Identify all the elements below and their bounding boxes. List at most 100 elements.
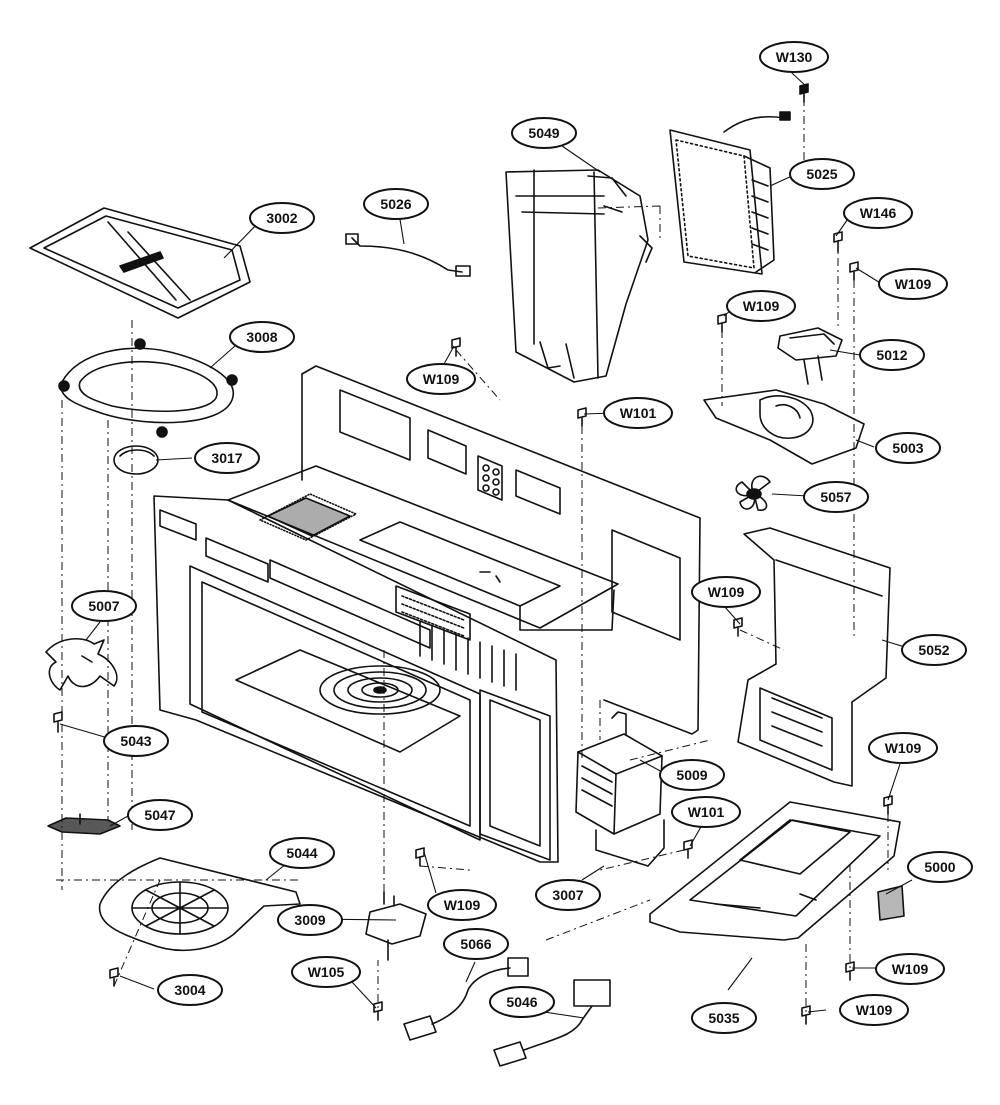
callout-label: W109 <box>892 961 929 977</box>
callout-5049: 5049 <box>511 117 577 149</box>
callout-label: W105 <box>308 964 345 980</box>
callout-3004: 3004 <box>157 974 223 1006</box>
callout-bubble <box>789 158 855 190</box>
callout-bubble <box>878 268 948 300</box>
oven-cavity-part <box>153 365 701 863</box>
callout-label: 3009 <box>294 912 325 928</box>
callout-bubble <box>511 117 577 149</box>
callout-bubble <box>127 799 193 831</box>
callout-5000: 5000 <box>907 851 973 883</box>
callout-3008: 3008 <box>229 321 295 353</box>
callout-label: W130 <box>776 49 813 65</box>
wire-harness-5026-part <box>345 233 471 277</box>
callout-5052: 5052 <box>901 634 967 666</box>
callout-5047: 5047 <box>127 799 193 831</box>
callout-5012: 5012 <box>859 339 925 371</box>
callout-label: 5047 <box>144 807 175 823</box>
callout-5035: 5035 <box>691 1002 757 1034</box>
screw-parts <box>53 83 893 1025</box>
callout-5046: 5046 <box>489 986 555 1018</box>
callout-5026: 5026 <box>363 188 429 220</box>
wire-harness-5046-part <box>493 979 611 1067</box>
callout-label: W109 <box>885 740 922 756</box>
callout-label: W109 <box>895 276 932 292</box>
callout-bubble <box>443 928 509 960</box>
callout-5057: 5057 <box>803 481 869 513</box>
callout-label: 5066 <box>460 936 491 952</box>
callout-5007: 5007 <box>71 590 137 622</box>
callout-5003: 5003 <box>875 432 941 464</box>
callout-label: 3004 <box>174 982 205 998</box>
magnetron-5009-part <box>575 711 665 867</box>
callout-bubble <box>691 1002 757 1034</box>
callout-bubble <box>875 953 945 985</box>
glass-tray-part <box>29 207 251 319</box>
callout-bubble <box>277 904 343 936</box>
callout-5066: 5066 <box>443 928 509 960</box>
callout-bubble <box>659 759 725 791</box>
callout-bubble <box>489 986 555 1018</box>
callout-w101-b: W101 <box>671 796 741 828</box>
callout-label: 5000 <box>924 859 955 875</box>
callout-label: W109 <box>743 298 780 314</box>
callout-label: 5044 <box>286 845 317 861</box>
callout-label: 5046 <box>506 994 537 1010</box>
callout-w101-a: W101 <box>603 397 673 429</box>
callout-3017: 3017 <box>194 442 260 474</box>
callout-bubble <box>427 889 497 921</box>
callout-bubble <box>603 397 673 429</box>
callout-bubble <box>71 590 137 622</box>
coupler-part <box>113 445 159 475</box>
relay-bracket-5012-part <box>777 327 843 385</box>
callout-5043: 5043 <box>103 725 169 757</box>
callout-label: W146 <box>860 205 897 221</box>
callout-w146: W146 <box>843 197 913 229</box>
callout-5025: 5025 <box>789 158 855 190</box>
callout-bubble <box>759 41 829 73</box>
fan-blade-5057-part <box>735 475 771 511</box>
callout-w109-d: W109 <box>691 576 761 608</box>
callout-bubble <box>868 732 938 764</box>
base-plate-5035-part <box>649 801 901 941</box>
callout-label: 3002 <box>266 210 297 226</box>
callout-bubble <box>363 188 429 220</box>
bracket-5047-part <box>47 813 121 835</box>
callout-bubble <box>907 851 973 883</box>
callout-w109-c: W109 <box>406 363 476 395</box>
callout-bubble <box>901 634 967 666</box>
callout-5044: 5044 <box>269 837 335 869</box>
callout-bubble <box>103 725 169 757</box>
callout-label: 5025 <box>806 166 837 182</box>
callout-bubble <box>249 202 315 234</box>
callout-bubble <box>406 363 476 395</box>
callout-bubble <box>691 576 761 608</box>
callout-w105: W105 <box>291 956 361 988</box>
callout-w109-a: W109 <box>878 268 948 300</box>
fan-bracket-5003-part <box>703 389 865 465</box>
callout-bubble <box>157 974 223 1006</box>
callout-w109-e: W109 <box>868 732 938 764</box>
callout-label: 3017 <box>211 450 242 466</box>
circuit-board-5025-part <box>669 111 791 275</box>
callout-bubble <box>269 837 335 869</box>
callout-bubble <box>194 442 260 474</box>
callout-bubble <box>839 994 909 1026</box>
callout-bubble <box>229 321 295 353</box>
callout-label: 5012 <box>876 347 907 363</box>
callout-label: 5007 <box>88 598 119 614</box>
callout-3007: 3007 <box>535 879 601 911</box>
callout-label: 5003 <box>892 440 923 456</box>
callout-label: W109 <box>708 584 745 600</box>
bottom-cover-5044-part <box>98 857 301 952</box>
callout-bubble <box>671 796 741 828</box>
callout-label: W109 <box>423 371 460 387</box>
callout-bubble <box>803 481 869 513</box>
callout-label: 5026 <box>380 196 411 212</box>
callout-bubble <box>726 290 796 322</box>
callout-label: 5009 <box>676 767 707 783</box>
roller-ring-part <box>58 338 238 438</box>
callout-w109-b: W109 <box>726 290 796 322</box>
callout-label: 3007 <box>552 887 583 903</box>
callout-bubble <box>859 339 925 371</box>
bracket-5052-part <box>737 527 891 787</box>
